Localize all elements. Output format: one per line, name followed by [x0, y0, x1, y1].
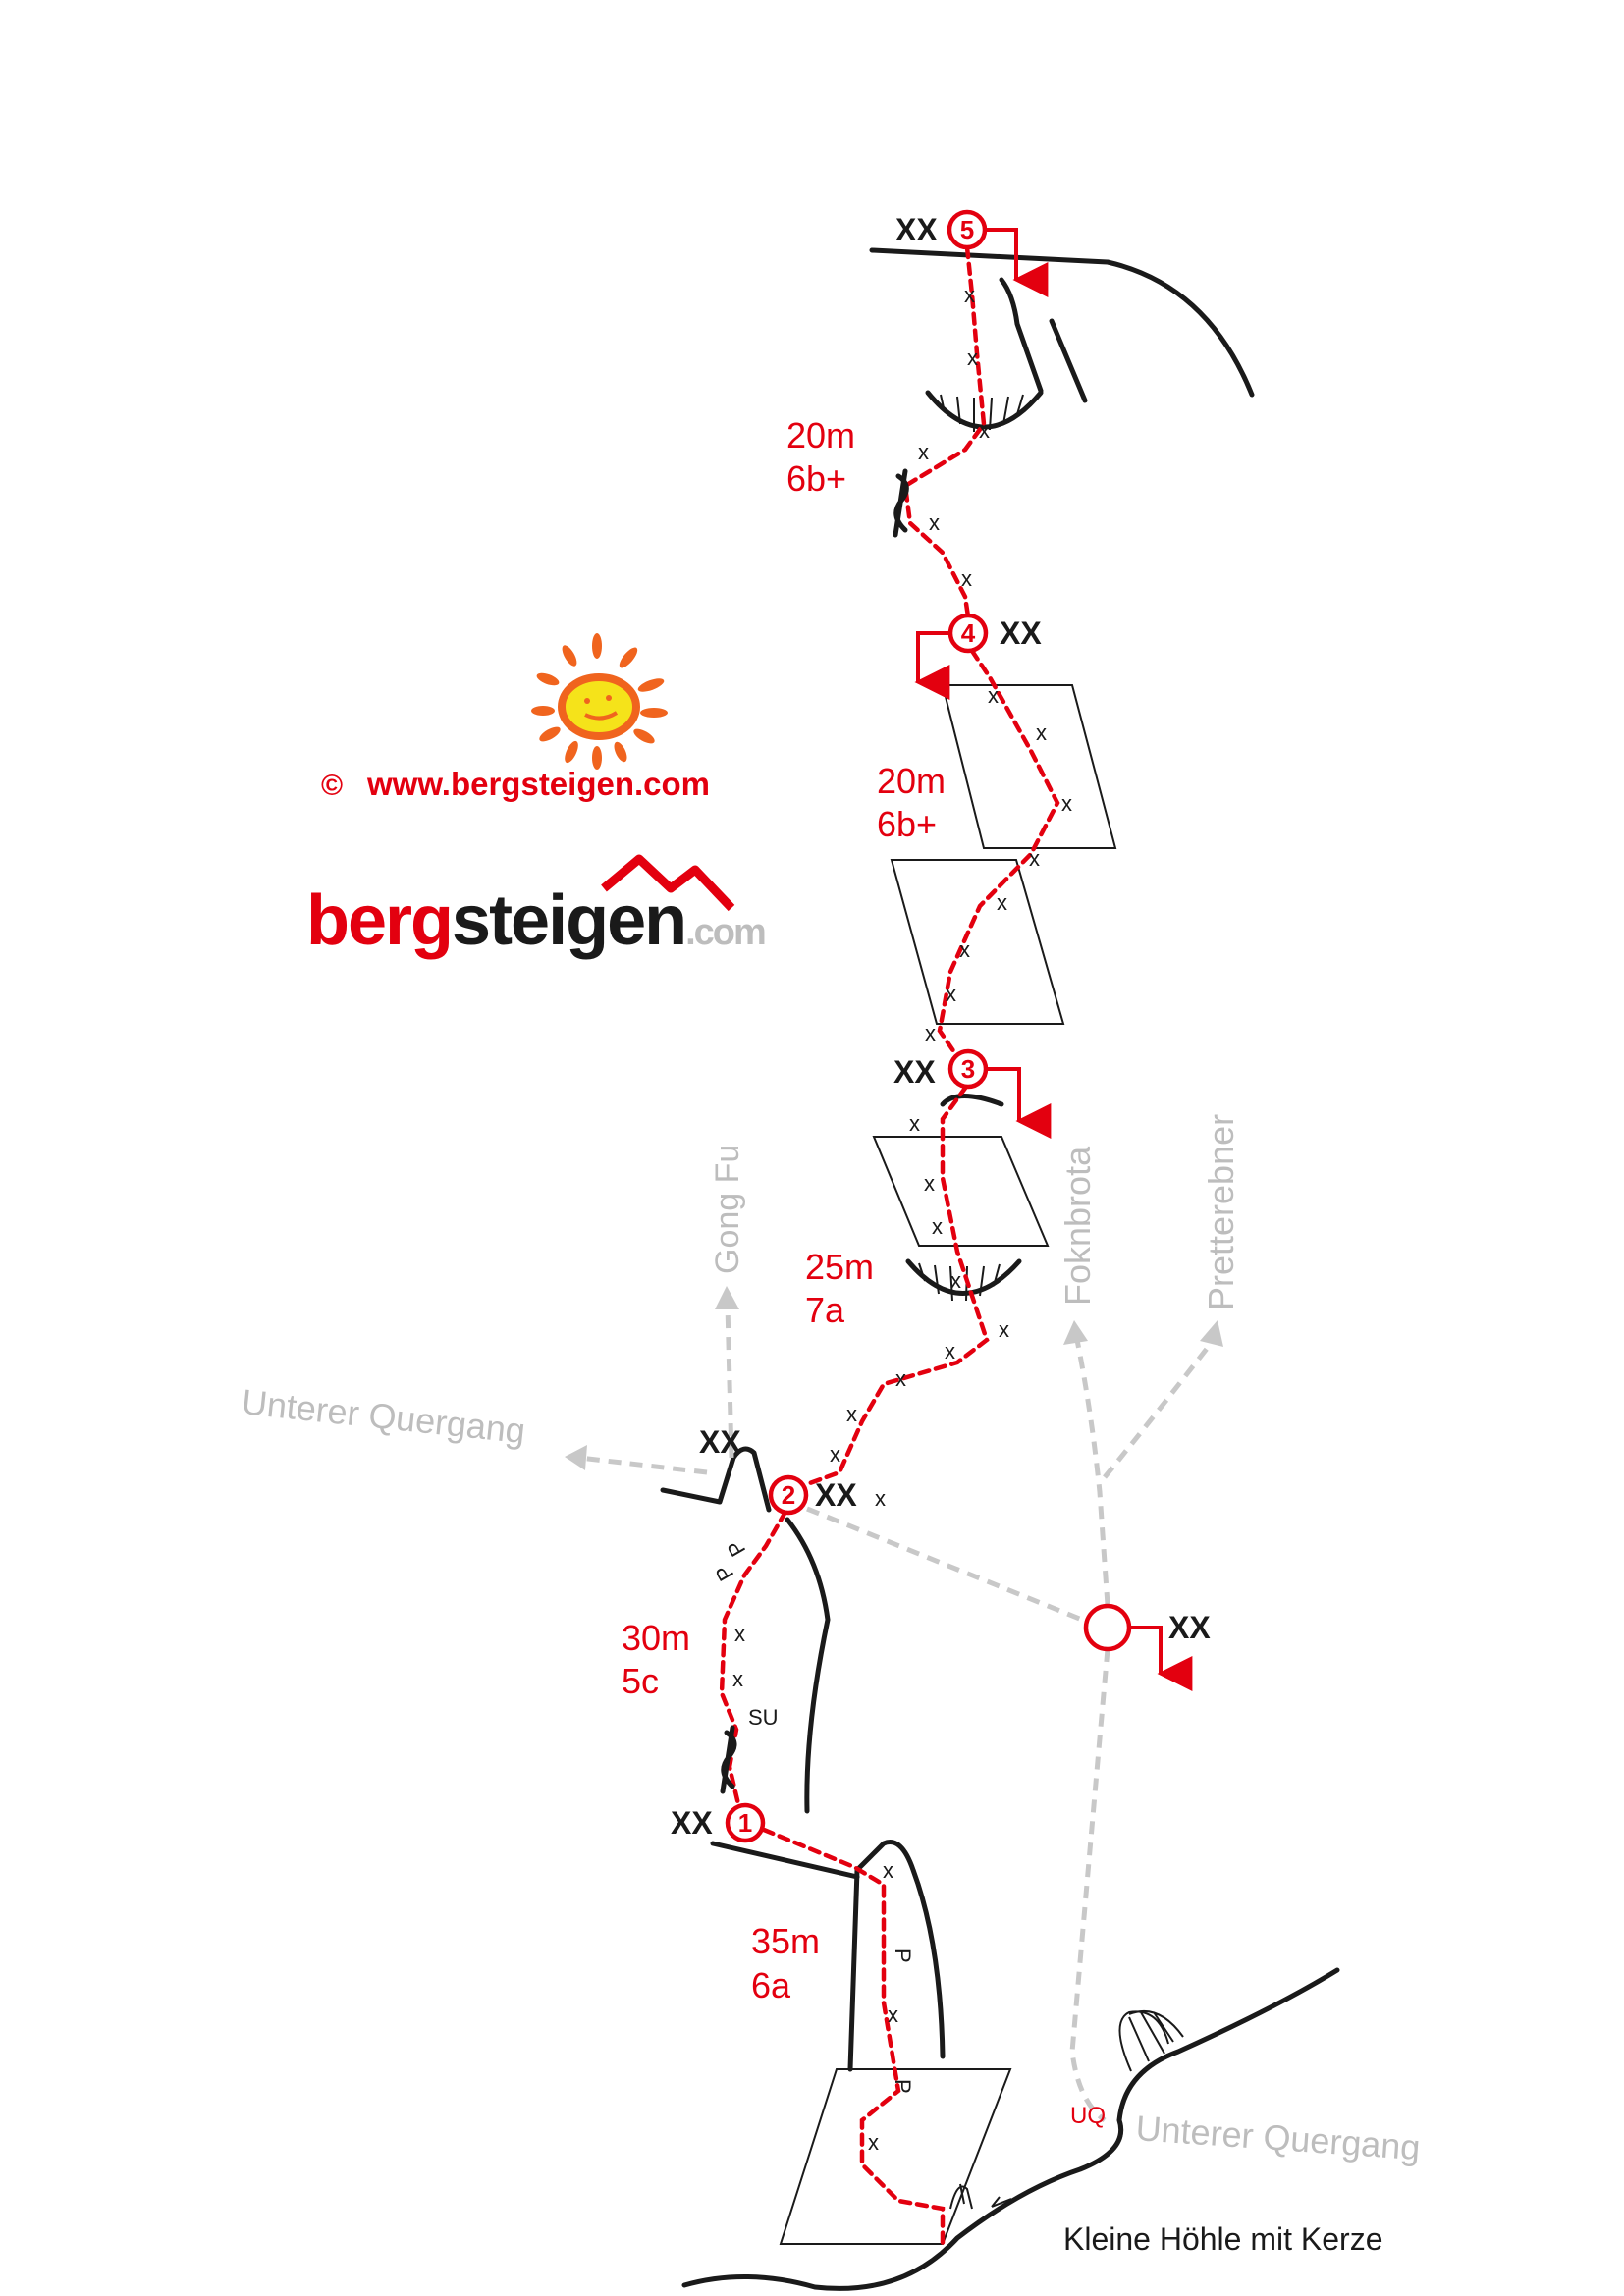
piton: P	[891, 2079, 915, 2094]
bolt: x	[997, 890, 1007, 915]
belay-2: 2	[768, 1474, 809, 1516]
quickdraw-icons	[720, 468, 909, 1794]
sling-label: SU	[748, 1705, 779, 1730]
belay-number: 1	[738, 1808, 752, 1838]
piton: P	[891, 1949, 915, 1963]
pitch-grade: 6a	[751, 1965, 791, 2005]
svg-text:bergsteigen.com: bergsteigen.com	[306, 881, 765, 960]
route-label-pretterebner: Pretterebner	[1201, 1114, 1241, 1310]
bolt: x	[918, 440, 929, 464]
route-label-unterer-quergang: Unterer Quergang	[240, 1381, 527, 1451]
pitch-length: 25m	[805, 1247, 874, 1287]
belay-3: 3	[947, 1048, 989, 1090]
bergsteigen-logo: bergsteigen.com	[306, 854, 767, 960]
pitch-length: 30m	[622, 1618, 690, 1658]
belay-number: 4	[961, 618, 976, 648]
bolt: x	[1036, 721, 1047, 745]
bolt: x	[888, 2002, 898, 2027]
logo-berg: berg	[306, 881, 452, 960]
bolt: x	[964, 283, 975, 307]
copyright-symbol: ©	[321, 770, 343, 802]
anchor-label: XX	[815, 1477, 857, 1513]
belay-4: 4	[947, 613, 989, 654]
pitch-grade: 7a	[805, 1290, 845, 1330]
bolt: x	[967, 346, 978, 370]
bolt: x	[929, 510, 940, 535]
other-routes-lines	[565, 1286, 1223, 2123]
bolt: x	[883, 1858, 893, 1883]
uq-label: UQ	[1070, 2103, 1106, 2129]
bolt: x	[961, 566, 972, 591]
rock-features	[660, 247, 1340, 2291]
anchor-label: XX	[1000, 615, 1042, 651]
bolt: x	[732, 1667, 743, 1691]
anchor-label: XX	[671, 1805, 713, 1841]
rappel-arrows	[914, 228, 1193, 1691]
pitch-grade: 5c	[622, 1661, 659, 1701]
belay-number: 5	[960, 215, 974, 244]
bolt: x	[945, 1339, 955, 1363]
bolt: x	[1029, 846, 1040, 871]
bolt: x	[846, 1402, 857, 1426]
pitch-grade: 6b+	[786, 458, 846, 499]
bolt: x	[946, 982, 956, 1006]
pitch-length: 20m	[786, 415, 855, 455]
bolt: x	[950, 1268, 961, 1293]
anchor-label: XX	[1168, 1610, 1211, 1645]
start-traverse-label: Unterer Quergang	[1134, 2108, 1421, 2167]
bolt: x	[959, 937, 970, 962]
route-label-foknbrota: Foknbrota	[1057, 1146, 1098, 1306]
belay-5: 5	[947, 209, 988, 250]
anchor-label: XX	[895, 212, 938, 247]
belay-number: 3	[961, 1054, 975, 1084]
logo-steigen: steigen	[452, 881, 685, 960]
main-route-line	[719, 244, 1060, 2247]
pitch-length: 35m	[751, 1921, 820, 1961]
piton: P	[722, 1536, 750, 1561]
bolt: x	[999, 1317, 1009, 1342]
bolt: x	[932, 1214, 943, 1239]
belay-number: 2	[782, 1480, 795, 1510]
bolt: x	[875, 1486, 886, 1511]
bolt: x	[909, 1111, 920, 1136]
bolt: x	[1061, 791, 1072, 816]
bolt: x	[988, 683, 999, 708]
belay-1: 1	[725, 1802, 766, 1843]
bolt: x	[979, 418, 990, 443]
rappel-station	[1083, 1603, 1132, 1652]
anchor-label: XX	[893, 1054, 936, 1090]
bolt: x	[830, 1442, 840, 1467]
sun-logo-icon	[531, 633, 668, 770]
route-label-gong-fu: Gong Fu	[709, 1145, 746, 1274]
website-url[interactable]: www.bergsteigen.com	[366, 766, 710, 802]
cave-note: Kleine Höhle mit Kerze	[1063, 2221, 1382, 2257]
bolt: x	[734, 1622, 745, 1646]
pitch-grade: 6b+	[877, 804, 937, 844]
pitch-length: 20m	[877, 761, 946, 801]
bolt: x	[924, 1171, 935, 1196]
bolt: x	[868, 2130, 879, 2155]
bolt: x	[925, 1021, 936, 1045]
logo-com: .com	[685, 912, 765, 953]
bolts: x x x x x x x x x x x x x x x x x x x x …	[710, 283, 1072, 2155]
bolt: x	[895, 1366, 906, 1391]
piton: P	[710, 1561, 738, 1585]
anchor-label: XX	[699, 1424, 741, 1460]
